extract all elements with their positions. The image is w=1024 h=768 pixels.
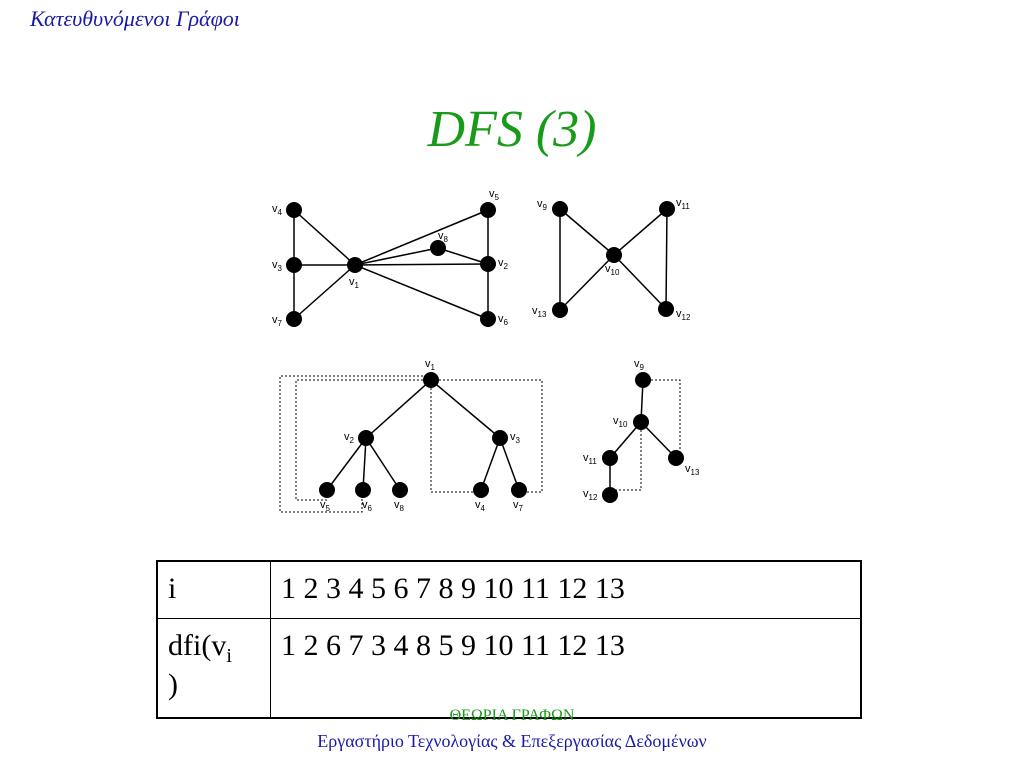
tree-label-v13: v13 xyxy=(685,463,700,477)
label-v10: v10 xyxy=(605,263,620,277)
dfi-table: i 1 2 3 4 5 6 7 8 9 10 11 12 13 dfi(vi) … xyxy=(156,560,862,719)
tree-node-v6 xyxy=(355,482,371,498)
tree-node-v5 xyxy=(319,482,335,498)
edge xyxy=(293,264,356,320)
node-v4 xyxy=(286,202,302,218)
tree-label-v11: v11 xyxy=(583,452,597,466)
node-v13 xyxy=(552,302,568,318)
tree-label-v2: v2 xyxy=(344,431,355,445)
edge xyxy=(559,254,615,311)
row-values-dfi: 1 2 6 7 3 4 8 5 9 10 11 12 13 xyxy=(270,618,862,719)
slide-title: DFS (3) xyxy=(427,101,597,158)
tree-node-v9 xyxy=(635,372,651,388)
node-v10 xyxy=(606,247,622,263)
back-edge xyxy=(643,379,681,458)
label-v8: v8 xyxy=(438,230,449,244)
tree-edge xyxy=(480,437,501,491)
node-v2 xyxy=(480,256,496,272)
tree-label-v5: v5 xyxy=(320,499,331,513)
label-v11: v11 xyxy=(676,197,690,211)
node-v12 xyxy=(658,301,674,317)
back-edge xyxy=(431,379,543,493)
back-edges xyxy=(279,375,681,513)
dfi-label-sub: i xyxy=(226,645,232,667)
tree-edge xyxy=(365,379,432,439)
edge xyxy=(559,208,615,256)
tree-node-v12 xyxy=(602,487,618,503)
tree-edge xyxy=(365,437,401,491)
table-row: i 1 2 3 4 5 6 7 8 9 10 11 12 13 xyxy=(156,560,862,619)
tree-label-v6: v6 xyxy=(362,499,373,513)
dfi-label-main: dfi(v xyxy=(168,629,227,662)
tree-edge xyxy=(326,437,367,491)
edge xyxy=(354,209,489,266)
node-v7 xyxy=(286,311,302,327)
label-v7: v7 xyxy=(272,314,283,328)
dfi-label-end: ) xyxy=(168,668,178,701)
tree-node-v11 xyxy=(602,450,618,466)
tree-node-v2 xyxy=(358,430,374,446)
edge xyxy=(613,254,667,310)
label-v1: v1 xyxy=(349,276,360,290)
tree-node-v7 xyxy=(511,482,527,498)
tree-edge xyxy=(362,437,367,491)
label-v6: v6 xyxy=(498,313,509,327)
node-v6 xyxy=(480,311,496,327)
tree-label-v10: v10 xyxy=(613,415,628,429)
row-label-i: i xyxy=(156,560,271,619)
label-v4: v4 xyxy=(272,203,283,217)
edge xyxy=(613,208,668,256)
tree-node-v4 xyxy=(473,482,489,498)
label-v13: v13 xyxy=(532,305,547,319)
back-edge xyxy=(279,375,431,513)
graph-edges xyxy=(293,208,668,320)
tree-label-v9: v9 xyxy=(634,358,645,372)
footer-course: ΘΕΩΡΙΑ ΓΡΑΦΩΝ xyxy=(449,707,575,724)
node-v9 xyxy=(552,201,568,217)
edge xyxy=(437,247,489,265)
label-v5: v5 xyxy=(489,188,500,202)
back-edge xyxy=(612,422,642,491)
tree-edge xyxy=(640,421,677,459)
tree-label-v1: v1 xyxy=(425,358,436,372)
tree-node-v10 xyxy=(633,414,649,430)
node-v3 xyxy=(286,257,302,273)
node-v1 xyxy=(347,257,363,273)
row-label-dfi: dfi(vi) xyxy=(156,618,271,719)
edge xyxy=(354,263,489,266)
edge xyxy=(354,264,489,320)
table-row: dfi(vi) 1 2 6 7 3 4 8 5 9 10 11 12 13 xyxy=(156,618,862,719)
tree-label-v8: v8 xyxy=(394,499,405,513)
tree-labels: v1 v2 v3 v5 v6 v8 v4 v7 v9 v10 v11 v13 v… xyxy=(320,358,700,513)
graph-nodes xyxy=(286,201,675,327)
footer-lab: Εργαστήριο Τεχνολογίας & Επεξεργασίας Δε… xyxy=(317,731,707,751)
label-v2: v2 xyxy=(498,257,509,271)
edge xyxy=(665,208,668,310)
tree-label-v12: v12 xyxy=(583,488,598,502)
node-v5 xyxy=(480,202,496,218)
tree-edge xyxy=(499,437,520,491)
tree-label-v3: v3 xyxy=(510,431,521,445)
row-values-i: 1 2 3 4 5 6 7 8 9 10 11 12 13 xyxy=(270,560,862,619)
label-v12: v12 xyxy=(676,308,691,322)
graph-diagram: v4 v3 v7 v1 v5 v8 v2 v6 v9 v11 v10 v13 v… xyxy=(272,188,700,513)
node-v8 xyxy=(430,240,446,256)
tree-label-v7: v7 xyxy=(513,499,524,513)
edge xyxy=(354,247,439,266)
header-title: Κατευθυνόμενοι Γράφοι xyxy=(30,6,240,31)
node-v11 xyxy=(659,201,675,217)
label-v9: v9 xyxy=(537,198,548,212)
tree-node-v13 xyxy=(668,450,684,466)
graph-labels: v4 v3 v7 v1 v5 v8 v2 v6 v9 v11 v10 v13 v… xyxy=(272,188,691,328)
tree-edge xyxy=(430,379,501,439)
label-v3: v3 xyxy=(272,259,283,273)
tree-label-v4: v4 xyxy=(475,499,486,513)
tree-node-v8 xyxy=(392,482,408,498)
tree-nodes xyxy=(319,372,684,503)
tree-node-v1 xyxy=(423,372,439,388)
edge xyxy=(293,209,356,266)
back-edge xyxy=(430,380,480,493)
tree-node-v3 xyxy=(492,430,508,446)
